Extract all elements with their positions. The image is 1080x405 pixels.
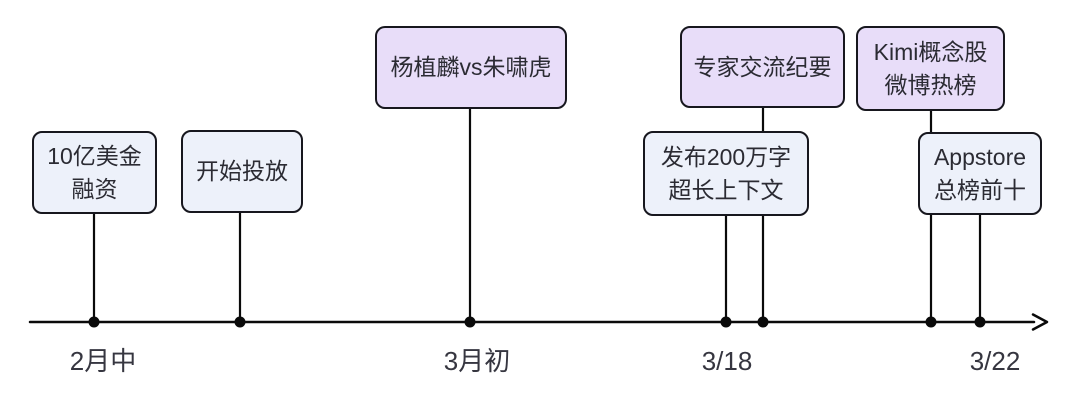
event-box-kimi-concept-stocks: Kimi概念股微博热榜 — [856, 26, 1005, 111]
event-box-yang-vs-zhu-debate: 杨植麟vs朱啸虎 — [375, 26, 567, 109]
event-label-line: 微博热榜 — [884, 71, 977, 98]
event-box-funding: 10亿美金融资 — [32, 131, 157, 214]
timeline-dot-ads-launch — [234, 316, 246, 328]
timeline-dot-two-million-char-context — [720, 316, 732, 328]
event-label-line: 开始投放 — [196, 158, 288, 184]
timeline-dot-expert-meeting-notes — [757, 316, 769, 328]
event-box-appstore-top-ten: Appstore 总榜前十 — [918, 132, 1042, 215]
axis-tick-label-0: 2月中 — [69, 346, 137, 376]
event-label-line: 10亿美金 — [47, 142, 142, 169]
timeline-dot-appstore-top-ten — [974, 316, 986, 328]
timeline-dot-yang-vs-zhu-debate — [464, 316, 476, 328]
event-box-two-million-char-context: 发布200万字超长上下文 — [643, 131, 809, 216]
event-label-line: Kimi概念股 — [873, 38, 988, 65]
axis-tick-label-1: 3月初 — [443, 346, 511, 376]
event-label-line: 总榜前十 — [934, 176, 1026, 203]
event-label-line: 超长上下文 — [668, 176, 784, 203]
axis-arrowhead-icon — [1031, 313, 1049, 331]
axis-tick-label-2: 3/18 — [701, 346, 753, 376]
axis-tick-label-3: 3/22 — [969, 346, 1021, 376]
event-box-ads-launch: 开始投放 — [181, 130, 303, 213]
timeline-dot-funding — [88, 316, 100, 328]
event-label-line: 杨植麟vs朱啸虎 — [390, 54, 552, 80]
event-label-line: Appstore — [933, 143, 1027, 170]
event-box-expert-meeting-notes: 专家交流纪要 — [680, 26, 845, 108]
event-label-line: 专家交流纪要 — [693, 53, 832, 80]
timeline-dot-kimi-concept-stocks — [925, 316, 937, 328]
event-label-line: 发布200万字 — [660, 143, 792, 170]
event-label-line: 融资 — [71, 175, 118, 202]
